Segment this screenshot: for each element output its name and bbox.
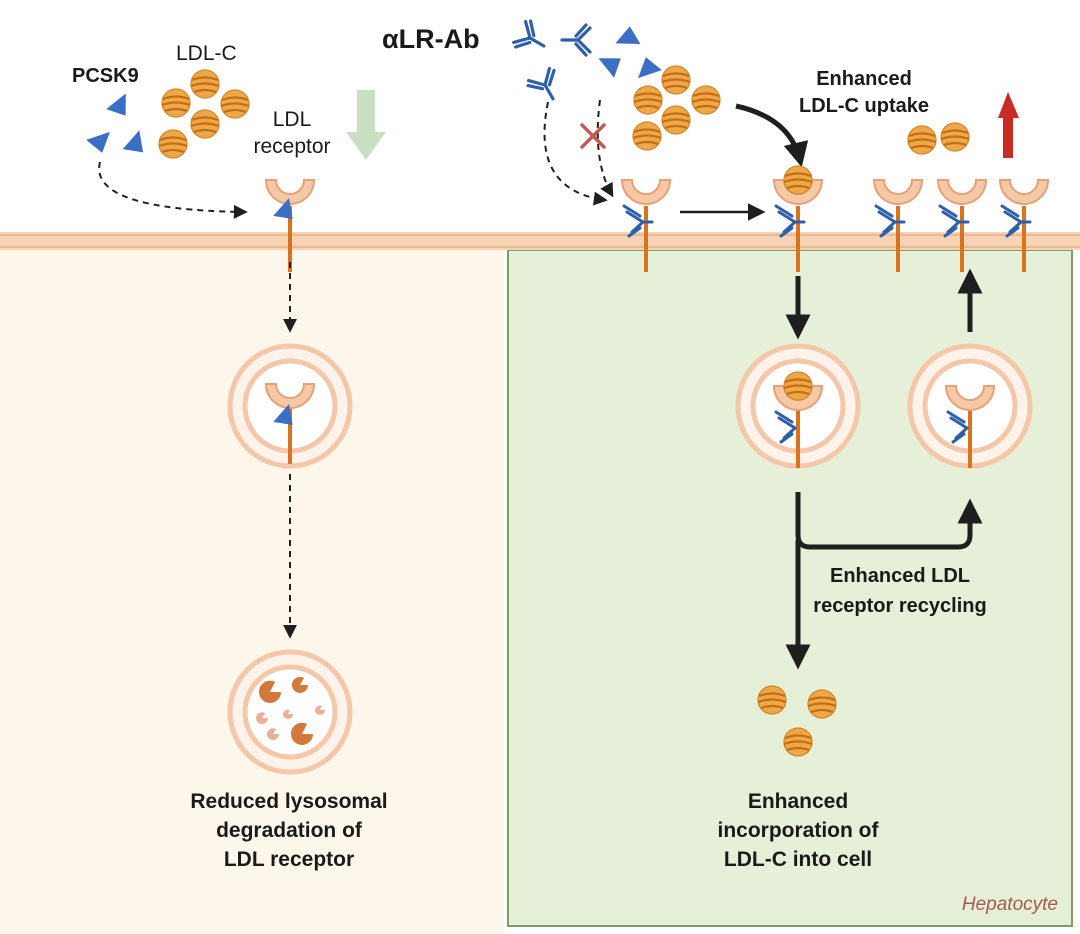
ldl-receptor-label-line2: receptor	[253, 135, 330, 158]
antibody-binding-arrow	[543, 101, 608, 206]
antibody-icon	[510, 17, 592, 108]
endosome-ldl	[738, 346, 858, 468]
reduced-degradation-line3: LDL receptor	[224, 848, 354, 871]
incorporation-line1: Enhanced	[748, 790, 848, 813]
incorporation-line2: incorporation of	[718, 819, 880, 842]
incorporation-line3: LDL-C into cell	[724, 848, 872, 871]
free-pcsk9-icon	[598, 24, 664, 82]
ldl-receptor-label-line1: LDL	[273, 108, 312, 131]
up-arrow-icon	[998, 92, 1019, 158]
ldl-cluster-icon	[631, 64, 722, 152]
reduced-degradation-line1: Reduced lysosomal	[190, 790, 387, 813]
pcsk9-label: PCSK9	[72, 65, 139, 87]
lysosome	[230, 652, 350, 772]
uptake-arrow	[735, 103, 809, 168]
recycling-arrow	[795, 492, 983, 550]
enhanced-uptake-line2: LDL-C uptake	[799, 95, 929, 117]
hepatocyte-label: Hepatocyte	[962, 894, 1058, 915]
endosome-pcsk9	[230, 346, 350, 466]
blocked-pcsk9-arrow	[596, 99, 614, 198]
endosome-recycling	[910, 346, 1030, 468]
ldl-c-label: LDL-C	[176, 42, 237, 65]
pcsk9-icon	[84, 93, 147, 159]
recycling-label-line1: Enhanced LDL	[830, 565, 970, 587]
pcsk9-binding-arrow	[98, 161, 248, 219]
reduced-degradation-line2: degradation of	[216, 819, 363, 842]
enhanced-uptake-line1: Enhanced	[816, 68, 912, 90]
down-arrow-icon	[346, 90, 386, 160]
x-mark-icon	[580, 123, 606, 149]
antibody-label: αLR-Ab	[382, 24, 480, 54]
recycling-label-line2: receptor recycling	[813, 595, 986, 617]
ldl-particle-icon	[157, 68, 251, 160]
cell-membrane	[0, 232, 1080, 250]
surface-ldl-particles	[906, 121, 971, 156]
